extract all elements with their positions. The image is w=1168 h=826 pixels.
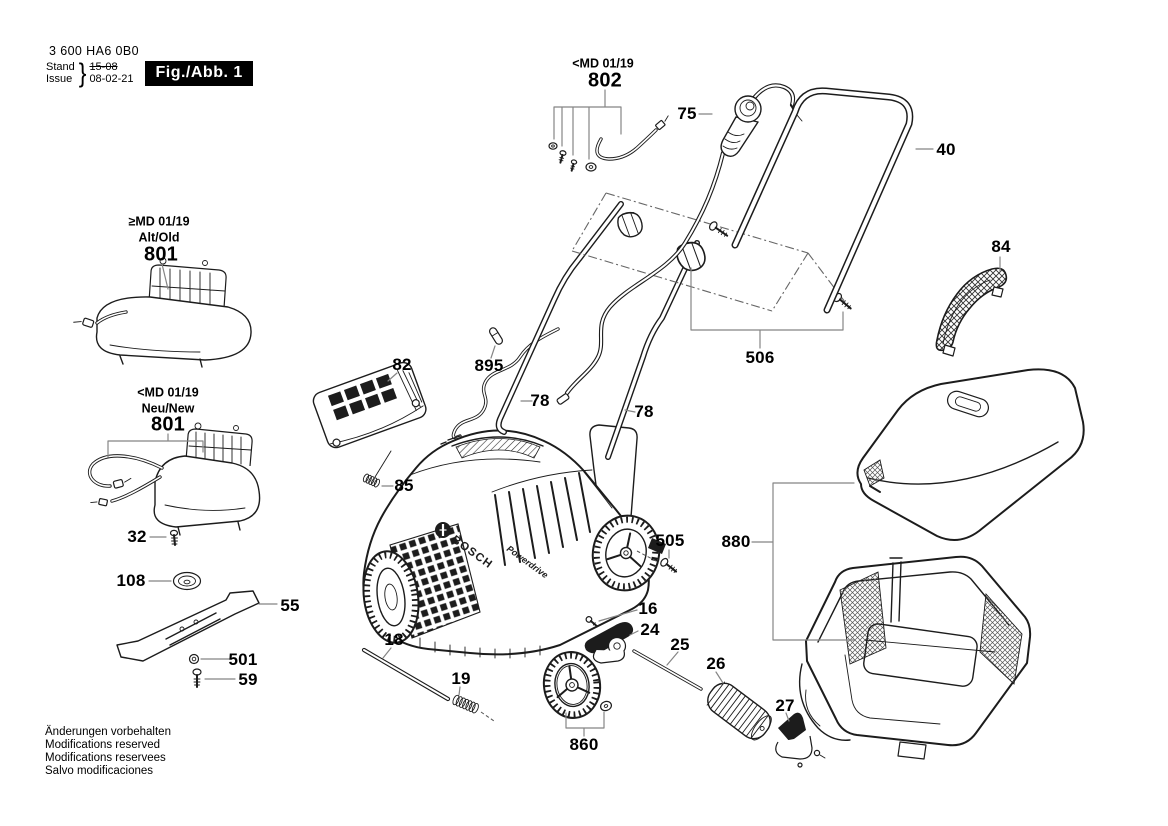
grassbox-lid-drawing xyxy=(856,368,1085,541)
carry-handle-hatch xyxy=(455,438,541,459)
revision-note-801-old: ≥MD 01/19 Alt/Old xyxy=(128,215,189,246)
screw-32-drawing xyxy=(169,529,179,546)
notice-line-fr: Modifications reservees xyxy=(45,752,166,764)
part-label-82: 82 xyxy=(392,355,412,374)
revision-note-802: <MD 01/19 xyxy=(572,56,634,71)
axle-rod-18-drawing xyxy=(361,647,451,702)
title-block: 3 600 HA6 0B0 Stand Issue } 15-08 08-02-… xyxy=(46,44,253,88)
wheel-cap-drawing xyxy=(600,700,612,712)
leader-lines-group xyxy=(107,89,1001,737)
notice-line-es: Salvo modificaciones xyxy=(45,765,154,777)
part-label-895: 895 xyxy=(474,356,504,375)
part-label-24: 24 xyxy=(640,620,660,639)
spring-85-drawing xyxy=(362,450,392,488)
part-label-18: 18 xyxy=(384,630,404,649)
part-label-40: 40 xyxy=(936,140,956,159)
part-label-505: 505 xyxy=(655,531,685,550)
screw-59-drawing xyxy=(192,668,202,688)
part-label-802: 802 xyxy=(588,69,622,92)
notice-line-en: Modifications reserved xyxy=(45,739,161,751)
revision-variant-new: Neu/New xyxy=(141,401,195,415)
upper-handle-40-drawing xyxy=(731,87,914,314)
spring-19-drawing xyxy=(452,694,495,722)
rod-25-drawing xyxy=(632,649,703,691)
mounting-dash-lines xyxy=(571,192,846,563)
revision-code-new: <MD 01/19 xyxy=(137,385,199,400)
part-label-85: 85 xyxy=(394,476,414,495)
part-label-84: 84 xyxy=(991,237,1011,256)
handle-screw-left-drawing xyxy=(708,221,729,237)
part-label-25: 25 xyxy=(670,635,690,654)
grip-84-drawing xyxy=(935,267,1008,357)
motor-unit-new-drawing xyxy=(87,422,261,536)
issue-label: Issue xyxy=(46,72,73,85)
part-label-26: 26 xyxy=(706,654,726,673)
cable-kit-802-drawing xyxy=(548,115,669,172)
part-label-801-new: 801 xyxy=(151,413,185,436)
switch-75-drawing xyxy=(720,83,803,158)
issue-value: 08-02-21 xyxy=(89,72,134,85)
part-label-59: 59 xyxy=(238,670,258,689)
stand-value-old: 15-08 xyxy=(89,61,118,73)
lower-handle-right-drawing xyxy=(605,240,700,460)
blade-mount-disc-drawing xyxy=(172,571,202,591)
flap-82-drawing xyxy=(312,361,427,449)
part-label-55: 55 xyxy=(280,596,300,615)
blade-drawing xyxy=(116,590,260,662)
part-label-16: 16 xyxy=(638,599,658,618)
bracket-27-drawing xyxy=(775,712,826,768)
knob-506-left-drawing xyxy=(617,211,643,238)
screw-505-drawing xyxy=(660,557,678,573)
pin-895-drawing xyxy=(488,327,504,345)
part-label-78-left: 78 xyxy=(530,391,550,410)
part-label-108: 108 xyxy=(116,571,146,590)
lever-24-drawing xyxy=(584,622,634,664)
part-label-75: 75 xyxy=(677,104,697,123)
revision-variant-old: Alt/Old xyxy=(138,230,180,244)
part-label-78-right: 78 xyxy=(634,402,654,421)
modifications-notice: Änderungen vorbehalten Modifications res… xyxy=(45,726,171,778)
part-label-501: 501 xyxy=(228,650,258,669)
screw-16-drawing xyxy=(585,616,598,627)
part-label-32: 32 xyxy=(127,527,147,546)
part-label-506: 506 xyxy=(745,348,775,367)
grassbox-lower-drawing xyxy=(798,555,1032,760)
part-label-860: 860 xyxy=(569,735,599,754)
drive-cable-drawing xyxy=(440,327,560,445)
part-label-27: 27 xyxy=(775,696,795,715)
part-label-19: 19 xyxy=(451,669,471,688)
brace-glyph: } xyxy=(78,57,87,88)
stand-label: Stand xyxy=(46,61,75,73)
front-wheel-drawing xyxy=(362,550,420,644)
roller-26-drawing xyxy=(706,681,772,741)
height-lever-detail xyxy=(648,538,666,554)
revision-code-old: ≥MD 01/19 xyxy=(128,214,190,229)
rear-wheel-drawing xyxy=(591,514,661,592)
figure-badge: Fig./Abb. 1 xyxy=(145,61,253,86)
knob-506-right-drawing xyxy=(676,241,706,272)
notice-line-de: Änderungen vorbehalten xyxy=(45,726,171,738)
type-number: 3 600 HA6 0B0 xyxy=(49,44,139,58)
motor-unit-old-drawing xyxy=(73,257,252,368)
part-label-801-old: 801 xyxy=(144,243,178,266)
mower-body-drawing: BOSCH Powerdrive xyxy=(362,424,666,659)
wheel-860-drawing xyxy=(542,651,612,719)
lower-handle-left-drawing xyxy=(495,201,624,435)
switch-cable-down-drawing xyxy=(556,150,726,405)
part-label-880: 880 xyxy=(721,532,751,551)
washer-501-drawing xyxy=(188,653,200,665)
revision-note-801-new: <MD 01/19 Neu/New xyxy=(137,386,199,417)
